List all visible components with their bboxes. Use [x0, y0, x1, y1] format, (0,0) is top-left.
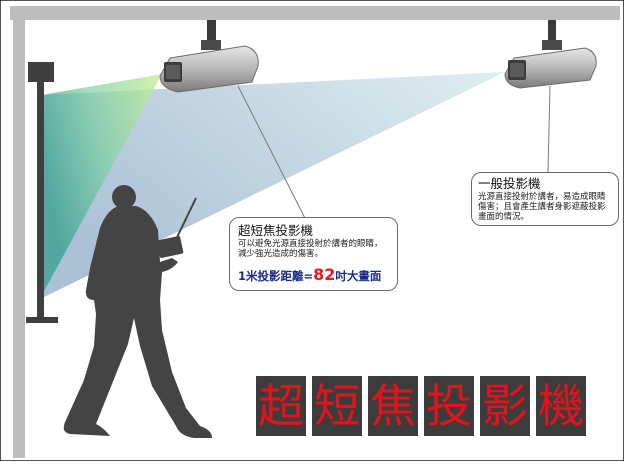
- ust-leader-line: [237, 85, 313, 233]
- banner-char: 短: [312, 376, 362, 436]
- spec-prefix: 1米投影距離=: [238, 269, 314, 283]
- banner-char: 超: [256, 376, 306, 436]
- standard-callout: 一般投影機 光源直接投射於講者，易造成眼睛傷害；且會產生講者身影遮蔽投影畫面的情…: [471, 172, 619, 226]
- ust-projector: [159, 20, 259, 93]
- standard-callout-body: 光源直接投射於講者，易造成眼睛傷害；且會產生講者身影遮蔽投影畫面的情況。: [478, 192, 606, 222]
- ust-callout-body: 可以避免光源直接投射於講者的眼睛，減少強光造成的傷害。: [238, 239, 383, 259]
- title-banner: 超 短 焦 投 影 機: [256, 376, 586, 436]
- banner-char: 機: [536, 376, 586, 436]
- ust-callout-title: 超短焦投影機: [238, 223, 314, 238]
- standard-callout-title: 一般投影機: [478, 176, 541, 191]
- ust-projector-beam: [42, 74, 162, 295]
- ust-callout: 超短焦投影機 可以避免光源直接投射於講者的眼睛，減少強光造成的傷害。 1米投影距…: [229, 217, 398, 291]
- banner-char: 投: [424, 376, 474, 436]
- ust-callout-spec: 1米投影距離=82吋大畫面: [238, 265, 389, 284]
- ceiling: [10, 6, 620, 20]
- spec-number: 82: [313, 265, 336, 284]
- banner-char: 焦: [368, 376, 418, 436]
- speaker-silhouette: [63, 185, 212, 438]
- wall: [13, 6, 25, 458]
- standard-leader-line: [547, 85, 551, 173]
- screen-top-cap: [28, 62, 54, 82]
- banner-char: 影: [480, 376, 530, 436]
- standard-projector: [504, 20, 597, 89]
- screen-base: [26, 317, 58, 323]
- spec-suffix: 吋大畫面: [335, 269, 382, 283]
- screen-post: [37, 80, 44, 320]
